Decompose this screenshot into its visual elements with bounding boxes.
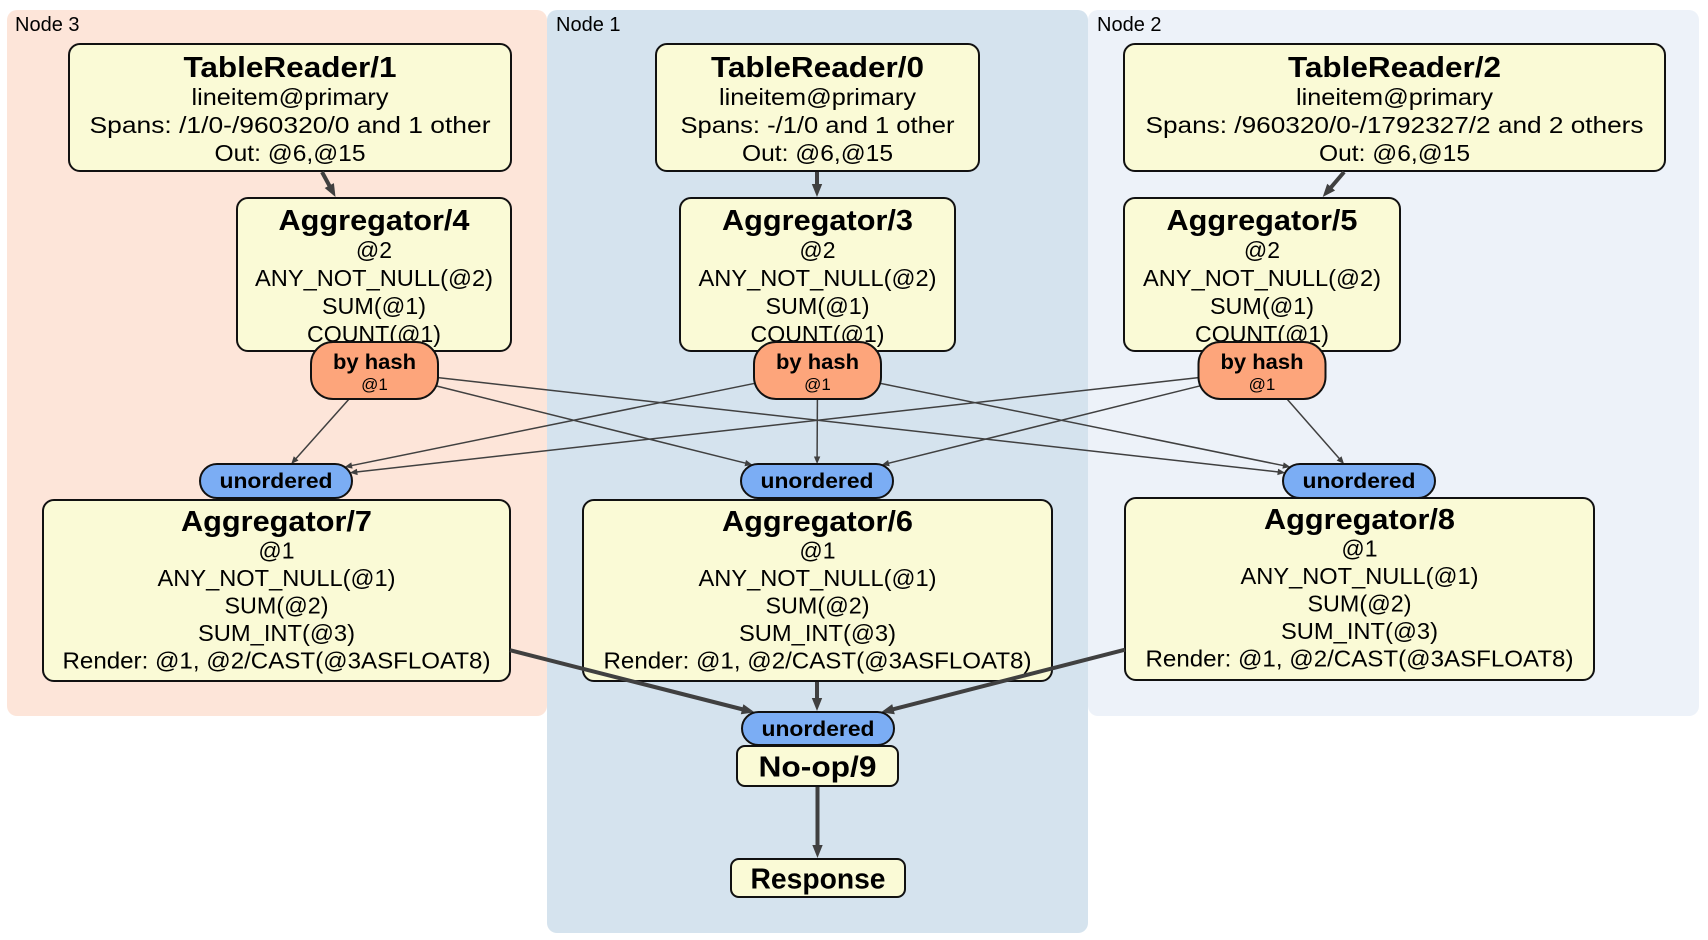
svg-text:SUM(@2): SUM(@2) bbox=[1308, 591, 1412, 617]
svg-text:ANY_NOT_NULL(@2): ANY_NOT_NULL(@2) bbox=[255, 265, 493, 291]
svg-text:Out: @6,@15: Out: @6,@15 bbox=[1319, 140, 1470, 166]
svg-text:SUM(@1): SUM(@1) bbox=[766, 293, 870, 319]
svg-text:Response: Response bbox=[751, 864, 886, 896]
svg-text:Node 2: Node 2 bbox=[1097, 14, 1162, 36]
svg-text:lineitem@primary: lineitem@primary bbox=[719, 84, 917, 110]
svg-text:TableReader/0: TableReader/0 bbox=[711, 52, 924, 84]
svg-text:@1: @1 bbox=[258, 538, 294, 564]
svg-text:@1: @1 bbox=[1341, 536, 1377, 562]
svg-text:unordered: unordered bbox=[762, 718, 875, 741]
svg-text:by hash: by hash bbox=[333, 351, 416, 374]
svg-text:@1: @1 bbox=[1249, 375, 1276, 394]
svg-text:Spans: -/1/0 and 1 other: Spans: -/1/0 and 1 other bbox=[681, 112, 955, 138]
svg-text:Render: @1, @2/CAST(@3ASFLOAT8: Render: @1, @2/CAST(@3ASFLOAT8) bbox=[1146, 646, 1574, 672]
svg-text:ANY_NOT_NULL(@1): ANY_NOT_NULL(@1) bbox=[699, 565, 937, 591]
svg-text:by hash: by hash bbox=[776, 351, 859, 374]
svg-text:@1: @1 bbox=[804, 375, 831, 394]
svg-text:ANY_NOT_NULL(@1): ANY_NOT_NULL(@1) bbox=[1241, 563, 1479, 589]
svg-text:Render: @1, @2/CAST(@3ASFLOAT8: Render: @1, @2/CAST(@3ASFLOAT8) bbox=[63, 648, 491, 674]
svg-text:SUM(@1): SUM(@1) bbox=[1210, 293, 1314, 319]
svg-text:ANY_NOT_NULL(@1): ANY_NOT_NULL(@1) bbox=[158, 565, 396, 591]
svg-text:@2: @2 bbox=[356, 237, 392, 263]
svg-text:SUM(@2): SUM(@2) bbox=[225, 593, 329, 619]
svg-text:Aggregator/3: Aggregator/3 bbox=[722, 205, 913, 237]
svg-text:unordered: unordered bbox=[761, 470, 874, 493]
svg-text:Aggregator/8: Aggregator/8 bbox=[1264, 504, 1455, 536]
svg-text:Node 3: Node 3 bbox=[15, 14, 80, 36]
svg-text:Node 1: Node 1 bbox=[556, 14, 621, 36]
svg-text:Aggregator/7: Aggregator/7 bbox=[181, 506, 372, 538]
svg-text:SUM(@2): SUM(@2) bbox=[766, 593, 870, 619]
svg-text:ANY_NOT_NULL(@2): ANY_NOT_NULL(@2) bbox=[699, 265, 937, 291]
svg-text:@2: @2 bbox=[799, 237, 835, 263]
svg-text:@1: @1 bbox=[799, 538, 835, 564]
svg-text:lineitem@primary: lineitem@primary bbox=[192, 84, 390, 110]
svg-text:Spans: /1/0-/960320/0 and 1 ot: Spans: /1/0-/960320/0 and 1 other bbox=[90, 112, 491, 138]
svg-text:unordered: unordered bbox=[220, 470, 333, 493]
svg-text:Aggregator/6: Aggregator/6 bbox=[722, 506, 913, 538]
svg-text:@1: @1 bbox=[361, 375, 388, 394]
svg-text:@2: @2 bbox=[1244, 237, 1280, 263]
svg-text:SUM(@1): SUM(@1) bbox=[322, 293, 426, 319]
svg-text:TableReader/2: TableReader/2 bbox=[1288, 52, 1501, 84]
svg-text:lineitem@primary: lineitem@primary bbox=[1296, 84, 1494, 110]
svg-text:by hash: by hash bbox=[1221, 351, 1304, 374]
svg-text:Spans: /960320/0-/1792327/2 an: Spans: /960320/0-/1792327/2 and 2 others bbox=[1146, 112, 1644, 138]
svg-text:unordered: unordered bbox=[1303, 470, 1416, 493]
svg-text:Out: @6,@15: Out: @6,@15 bbox=[215, 140, 366, 166]
svg-text:SUM_INT(@3): SUM_INT(@3) bbox=[1281, 618, 1438, 644]
svg-text:ANY_NOT_NULL(@2): ANY_NOT_NULL(@2) bbox=[1143, 265, 1381, 291]
svg-text:TableReader/1: TableReader/1 bbox=[184, 52, 397, 84]
svg-text:SUM_INT(@3): SUM_INT(@3) bbox=[198, 620, 355, 646]
svg-text:SUM_INT(@3): SUM_INT(@3) bbox=[739, 620, 896, 646]
svg-text:Out: @6,@15: Out: @6,@15 bbox=[742, 140, 893, 166]
svg-text:Render: @1, @2/CAST(@3ASFLOAT8: Render: @1, @2/CAST(@3ASFLOAT8) bbox=[604, 648, 1032, 674]
svg-text:No-op/9: No-op/9 bbox=[759, 752, 877, 784]
svg-text:Aggregator/4: Aggregator/4 bbox=[279, 205, 470, 237]
svg-text:Aggregator/5: Aggregator/5 bbox=[1167, 205, 1358, 237]
